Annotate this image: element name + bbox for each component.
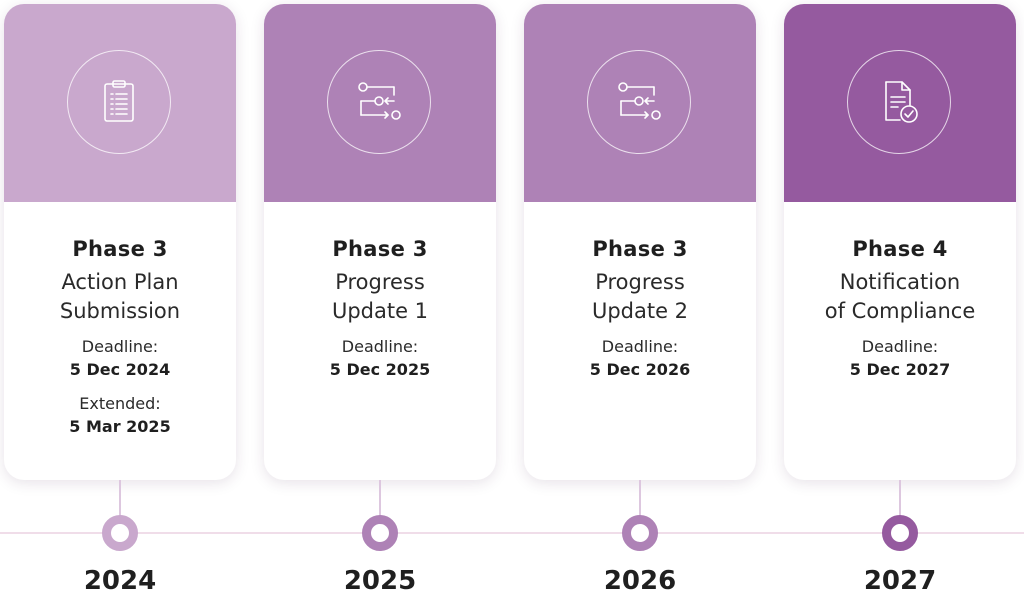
timeline-connector bbox=[899, 480, 901, 520]
deadline-label: Deadline: bbox=[601, 337, 679, 356]
phase-title: Progress Update 2 bbox=[591, 270, 689, 323]
timeline-connector bbox=[639, 480, 641, 520]
clipboard-checklist-icon bbox=[104, 80, 134, 122]
card-header bbox=[784, 4, 1016, 202]
deadline-label: Deadline: bbox=[341, 337, 419, 356]
year-label-2025: 2025 bbox=[343, 566, 417, 596]
phase-card-2027: Phase 4 Notification of Compliance Deadl… bbox=[784, 4, 1016, 480]
icon-circle bbox=[587, 50, 691, 154]
phase-title: Progress Update 1 bbox=[331, 270, 429, 323]
timeline-axis bbox=[0, 532, 1024, 534]
timeline-node-2025 bbox=[362, 515, 398, 551]
card-header bbox=[524, 4, 756, 202]
icon-circle bbox=[847, 50, 951, 154]
extended-label: Extended: bbox=[79, 394, 161, 413]
year-label-2026: 2026 bbox=[603, 566, 677, 596]
phase-label: Phase 3 bbox=[592, 237, 688, 261]
card-body: Phase 3 Action Plan Submission Deadline:… bbox=[4, 202, 236, 439]
year-label-2027: 2027 bbox=[863, 566, 937, 596]
timeline-node-2026 bbox=[622, 515, 658, 551]
document-check-icon bbox=[885, 81, 918, 123]
extended-date: 5 Mar 2025 bbox=[69, 417, 171, 436]
process-flow-icon bbox=[618, 82, 661, 120]
process-flow-icon bbox=[358, 82, 401, 120]
icon-circle bbox=[327, 50, 431, 154]
card-header bbox=[4, 4, 236, 202]
icon-circle bbox=[67, 50, 171, 154]
phase-card-2026: Phase 3 Progress Update 2 Deadline: 5 De… bbox=[524, 4, 756, 480]
deadline-label: Deadline: bbox=[861, 337, 939, 356]
deadline-date: 5 Dec 2024 bbox=[69, 360, 171, 379]
deadline-date: 5 Dec 2025 bbox=[329, 360, 431, 379]
card-body: Phase 3 Progress Update 2 Deadline: 5 De… bbox=[524, 202, 756, 382]
phase-label: Phase 3 bbox=[72, 237, 168, 261]
deadline-label: Deadline: bbox=[81, 337, 159, 356]
phase-title: Action Plan Submission bbox=[59, 270, 181, 323]
timeline-connector bbox=[379, 480, 381, 520]
phase-label: Phase 4 bbox=[852, 237, 948, 261]
card-body: Phase 4 Notification of Compliance Deadl… bbox=[784, 202, 1016, 382]
card-body: Phase 3 Progress Update 1 Deadline: 5 De… bbox=[264, 202, 496, 382]
card-header bbox=[264, 4, 496, 202]
phase-card-2024: Phase 3 Action Plan Submission Deadline:… bbox=[4, 4, 236, 480]
phase-title: Notification of Compliance bbox=[824, 270, 976, 323]
timeline-node-2024 bbox=[102, 515, 138, 551]
timeline-connector bbox=[119, 480, 121, 520]
deadline-date: 5 Dec 2026 bbox=[589, 360, 691, 379]
year-label-2024: 2024 bbox=[83, 566, 157, 596]
deadline-date: 5 Dec 2027 bbox=[849, 360, 951, 379]
phase-label: Phase 3 bbox=[332, 237, 428, 261]
timeline-node-2027 bbox=[882, 515, 918, 551]
phase-card-2025: Phase 3 Progress Update 1 Deadline: 5 De… bbox=[264, 4, 496, 480]
